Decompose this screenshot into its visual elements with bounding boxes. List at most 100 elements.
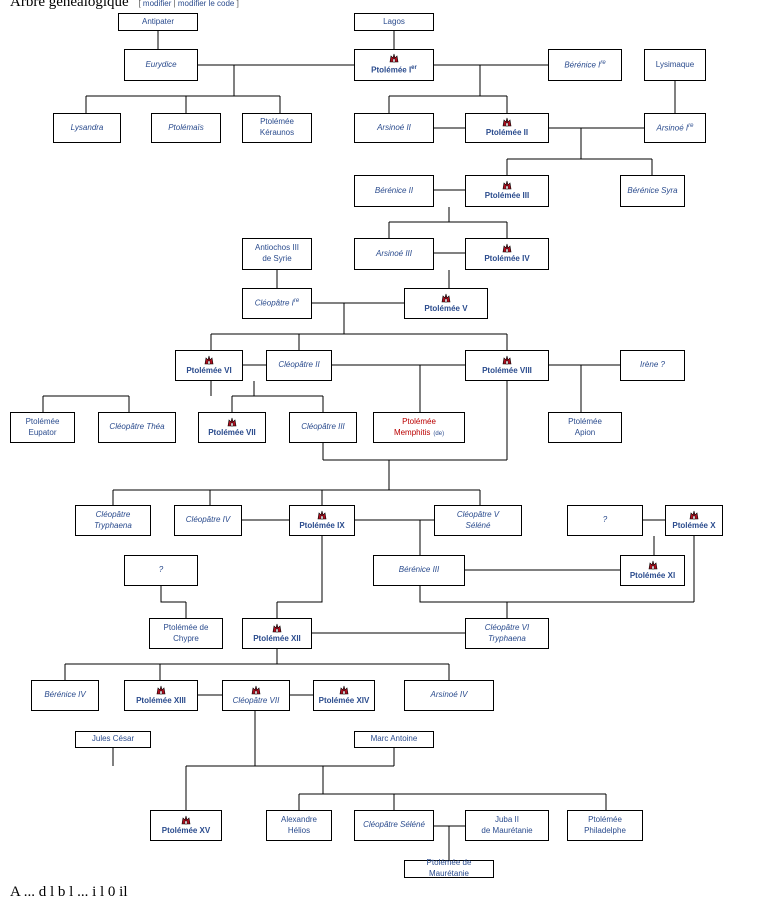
person-name: Cléopâtre Séléné (363, 820, 425, 830)
person-ptolemee7[interactable]: Ptolémée VII (198, 412, 266, 443)
edit-link[interactable]: modifier (142, 0, 172, 8)
person-arsinoe4[interactable]: Arsinoé IV (404, 680, 494, 711)
person-ptolemee5[interactable]: Ptolémée V (404, 288, 488, 319)
person-selene[interactable]: Cléopâtre Séléné (354, 810, 434, 841)
person-subtitle: de Maurétanie (481, 825, 533, 835)
person-name: Arsinoé IV (430, 690, 468, 700)
pschent-crown-icon (648, 560, 657, 569)
person-cleopatre7[interactable]: Cléopâtre VII (222, 680, 290, 711)
person-name: Cléopâtre Théa (109, 422, 165, 432)
pschent-crown-icon (502, 355, 512, 364)
person-keraunos[interactable]: Ptolémée Kéraunos (242, 113, 312, 143)
person-name: Ptolémée IV (484, 254, 530, 264)
person-name: Ptolémée IX (299, 520, 345, 530)
name-superscript: er (411, 65, 417, 72)
section-heading: Arbre généalogique [ modifier | modifier… (10, 0, 239, 11)
person-name: Alexandre Hélios (280, 814, 318, 835)
person-memphitis[interactable]: Ptolémée Memphitis(de) (373, 412, 465, 443)
person-berenice1[interactable]: Bérénice Ire (548, 49, 622, 81)
person-name: Ptolémée XIV (318, 695, 370, 705)
name-superscript: re (600, 59, 606, 66)
section-title: Arbre généalogique (10, 0, 129, 10)
person-ptolemee1[interactable]: Ptolémée Ier (354, 49, 434, 81)
person-irene[interactable]: Irène ? (620, 350, 685, 381)
person-tryphaena[interactable]: Cléopâtre Tryphaena (75, 505, 151, 536)
person-name: Ptolémée XIII (136, 695, 186, 705)
pschent-crown-icon (204, 355, 214, 364)
person-ptolemais[interactable]: Ptolémaïs (151, 113, 221, 143)
person-arsinoe2[interactable]: Arsinoé II (354, 113, 434, 143)
person-antoine[interactable]: Marc Antoine (354, 731, 434, 748)
person-unknown2[interactable]: ? (124, 555, 198, 586)
person-ptolemee10[interactable]: Ptolémée X (665, 505, 723, 536)
person-name: Antiochos III (254, 243, 300, 253)
person-cleopatre3[interactable]: Cléopâtre III (289, 412, 357, 443)
pschent-crown-icon (502, 181, 512, 190)
edit-source-link[interactable]: modifier le code (177, 0, 235, 8)
person-ptolemee13[interactable]: Ptolémée XIII (124, 680, 198, 711)
person-ptolemee11[interactable]: Ptolémée XI (620, 555, 685, 586)
person-lysimaque[interactable]: Lysimaque (644, 49, 706, 81)
pschent-crown-icon (272, 623, 282, 632)
person-chypre[interactable]: Ptolémée de Chypre (149, 618, 223, 649)
person-ptolemee9[interactable]: Ptolémée IX (289, 505, 355, 536)
person-lysandra[interactable]: Lysandra (53, 113, 121, 143)
person-cleopatre2[interactable]: Cléopâtre II (266, 350, 332, 381)
person-name: Cléopâtre III (301, 422, 345, 432)
person-ptolemee3[interactable]: Ptolémée III (465, 175, 549, 207)
person-name: Lysandra (70, 122, 104, 132)
person-name: Ptolémaïs (168, 122, 204, 132)
person-helios[interactable]: Alexandre Hélios (266, 810, 332, 841)
person-philadelphe[interactable]: Ptolémée Philadelphe (567, 810, 643, 841)
language-tag[interactable]: (de) (433, 430, 445, 437)
person-name: Arsinoé Ire (656, 122, 694, 133)
person-name: Ptolémée Memphitis(de) (393, 416, 445, 437)
pschent-crown-icon (502, 118, 512, 127)
person-ptolemee15[interactable]: Ptolémée XV (150, 810, 222, 841)
person-ptolemee14[interactable]: Ptolémée XIV (313, 680, 375, 711)
person-eupator[interactable]: Ptolémée Eupator (10, 412, 75, 443)
person-ptolemee8[interactable]: Ptolémée VIII (465, 350, 549, 381)
person-name: ? (602, 515, 608, 525)
person-name: Ptolémée VII (208, 427, 256, 437)
person-arsinoe3[interactable]: Arsinoé III (354, 238, 434, 270)
person-cleopatre4[interactable]: Cléopâtre IV (174, 505, 242, 536)
person-unknown1[interactable]: ? (567, 505, 643, 536)
person-antipater[interactable]: Antipater (118, 13, 198, 31)
person-name: Ptolémée XI (629, 570, 676, 580)
person-ptolemee6[interactable]: Ptolémée VI (175, 350, 243, 381)
connector-line (160, 586, 186, 603)
pschent-crown-icon (441, 293, 451, 302)
person-name: Cléopâtre V (456, 509, 500, 519)
person-berenice4[interactable]: Bérénice IV (31, 680, 99, 711)
person-cleopatre6[interactable]: Cléopâtre VI Tryphaena (465, 618, 549, 649)
person-lagos[interactable]: Lagos (354, 13, 434, 31)
person-name: Bérénice III (398, 565, 440, 575)
person-mauretanie[interactable]: Ptolémée de Maurétanie (404, 858, 494, 878)
person-name: Lysimaque (655, 59, 695, 69)
person-eurydice[interactable]: Eurydice (124, 49, 198, 81)
person-ptolemee12[interactable]: Ptolémée XII (242, 618, 312, 649)
person-name: Ptolémée XII (253, 633, 301, 643)
person-berenicesyra[interactable]: Bérénice Syra (620, 175, 685, 207)
person-thea[interactable]: Cléopâtre Théa (98, 412, 176, 443)
pschent-crown-icon (502, 244, 512, 253)
person-ptolemee4[interactable]: Ptolémée IV (465, 238, 549, 270)
person-berenice3[interactable]: Bérénice III (373, 555, 465, 586)
person-name: Juba II (494, 814, 519, 824)
person-arsinoe1[interactable]: Arsinoé Ire (644, 113, 706, 143)
next-section-heading: A ... d l b l ... i l 0 il (10, 884, 128, 900)
person-name: Eurydice (145, 59, 177, 69)
person-name: Antipater (141, 16, 175, 26)
person-berenice2[interactable]: Bérénice II (354, 175, 434, 207)
person-cleopatre1[interactable]: Cléopâtre Ire (242, 288, 312, 319)
person-name: Ptolémée (568, 416, 602, 426)
pschent-crown-icon (339, 685, 349, 694)
person-cesar[interactable]: Jules César (75, 731, 151, 748)
person-name: Ptolémée de Chypre (163, 622, 209, 643)
person-ptolemee2[interactable]: Ptolémée II (465, 113, 549, 143)
